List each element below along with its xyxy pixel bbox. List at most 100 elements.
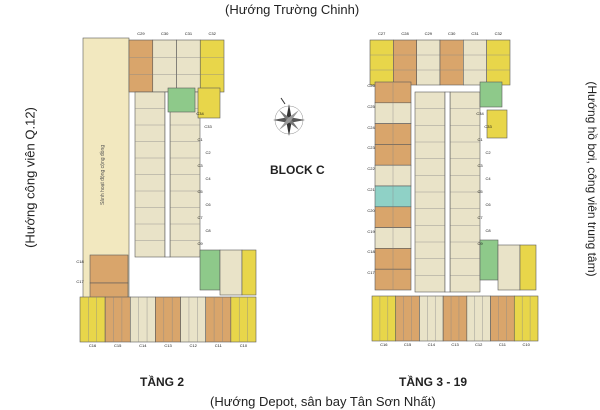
unit-label: C32: [494, 31, 502, 36]
unit-label: C21: [367, 187, 375, 192]
unit-label: C29: [137, 31, 145, 36]
unit-label: C26: [367, 83, 375, 88]
unit-label: C3: [477, 163, 483, 168]
unit-label: C6: [205, 202, 211, 207]
unit-label: C9: [197, 241, 203, 246]
unit-label: C10: [522, 342, 530, 347]
unit-label: C12: [475, 342, 483, 347]
unit-label: C15: [114, 343, 122, 348]
unit-c16: [79, 296, 106, 343]
unit-label: C9: [477, 241, 483, 246]
unit-label: C2: [485, 150, 491, 155]
unit-label: C13: [164, 343, 172, 348]
unit-label: C11: [214, 343, 222, 348]
unit-c33: [486, 109, 508, 139]
unit-c34: [167, 87, 196, 113]
unit-label: C31: [184, 31, 193, 36]
unit-c9: [519, 244, 537, 291]
corridor: [444, 91, 451, 293]
unit-label: C15: [403, 342, 412, 347]
unit-c10: [513, 295, 539, 342]
block-label: BLOCK C: [270, 163, 325, 177]
unit-label: C8: [205, 228, 211, 233]
unit-label: C33: [204, 124, 212, 129]
unit-label: C14: [427, 342, 435, 347]
unit-label: C2: [205, 150, 211, 155]
unit-label: C20: [367, 207, 375, 213]
unit-label: C17: [367, 270, 375, 276]
unit-label: C11: [498, 342, 506, 347]
unit-label: C24: [367, 124, 375, 130]
unit-label: C1: [477, 137, 483, 142]
unit-label: C19: [367, 228, 375, 234]
unit-label: C1: [197, 137, 203, 142]
unit-c15: [104, 296, 131, 343]
unit-label: C31: [471, 31, 479, 36]
unit-label: C32: [208, 31, 216, 36]
unit-c27: [369, 39, 394, 86]
unit-c31: [176, 39, 201, 93]
unit-c11: [490, 295, 515, 342]
unit-label: C30: [160, 31, 169, 36]
unit-label: C33: [484, 124, 492, 129]
unit-c8: [219, 249, 243, 296]
unit-label: C17: [76, 279, 84, 284]
unit-c9: [241, 249, 257, 296]
unit-c11: [205, 296, 232, 343]
unit-label: C34: [196, 111, 204, 116]
unit-label: C12: [189, 343, 197, 348]
unit-label: C10: [239, 343, 248, 348]
unit-label: C16: [380, 342, 388, 347]
unit-c30: [152, 39, 177, 93]
unit-label: C18: [367, 249, 375, 255]
unit-c13: [155, 296, 181, 343]
unit-label: C13: [451, 342, 459, 347]
plan-title-floor-3-19: TẦNG 3 - 19: [399, 375, 468, 389]
unit-c7: [479, 239, 499, 281]
unit-label: C6: [485, 202, 491, 207]
unit-label: C7: [197, 215, 203, 220]
unit-c12: [180, 296, 207, 343]
plan-title-floor-2: TẦNG 2: [140, 375, 185, 389]
unit-c14: [419, 295, 444, 342]
unit-c15: [395, 295, 420, 342]
direction-bottom-label: (Hướng Depot, sân bay Tân Sơn Nhất): [210, 394, 436, 409]
unit-label: C5: [477, 189, 483, 194]
unit-label: C3: [197, 163, 203, 168]
unit-label: C30: [447, 31, 456, 36]
unit-c33: [197, 87, 221, 119]
unit-label: C22: [367, 166, 375, 172]
unit-c30: [439, 39, 464, 86]
unit-label: C8: [485, 228, 491, 233]
unit-c7: [199, 249, 221, 291]
corridor: [164, 91, 171, 258]
unit-c31: [463, 39, 487, 86]
unit-c29: [128, 39, 154, 93]
unit-c28: [393, 39, 417, 86]
unit-label: C25: [367, 103, 375, 109]
unit-c13: [442, 295, 468, 342]
unit-c16: [371, 295, 397, 342]
unit-c32: [199, 39, 225, 93]
unit-label: C7: [477, 215, 483, 220]
community-lobby: [82, 37, 130, 299]
unit-label: C4: [485, 176, 491, 181]
unit-c29: [416, 39, 441, 86]
unit-c18: [89, 254, 129, 284]
unit-label: C28: [401, 31, 409, 36]
direction-top-label: (Hướng Trường Chinh): [225, 2, 360, 17]
unit-c8: [497, 244, 521, 291]
unit-label: C27: [377, 31, 386, 36]
unit-c14: [129, 296, 156, 343]
unit-c12: [466, 295, 491, 342]
unit-label: C23: [367, 145, 375, 151]
unit-label: C14: [139, 343, 147, 348]
unit-label: C5: [197, 189, 203, 194]
unit-label: C4: [205, 176, 211, 181]
unit-label: C16: [88, 343, 97, 348]
unit-label: C34: [476, 111, 484, 116]
unit-label: C29: [424, 31, 432, 36]
unit-c32: [486, 39, 511, 86]
unit-c34: [479, 81, 503, 108]
